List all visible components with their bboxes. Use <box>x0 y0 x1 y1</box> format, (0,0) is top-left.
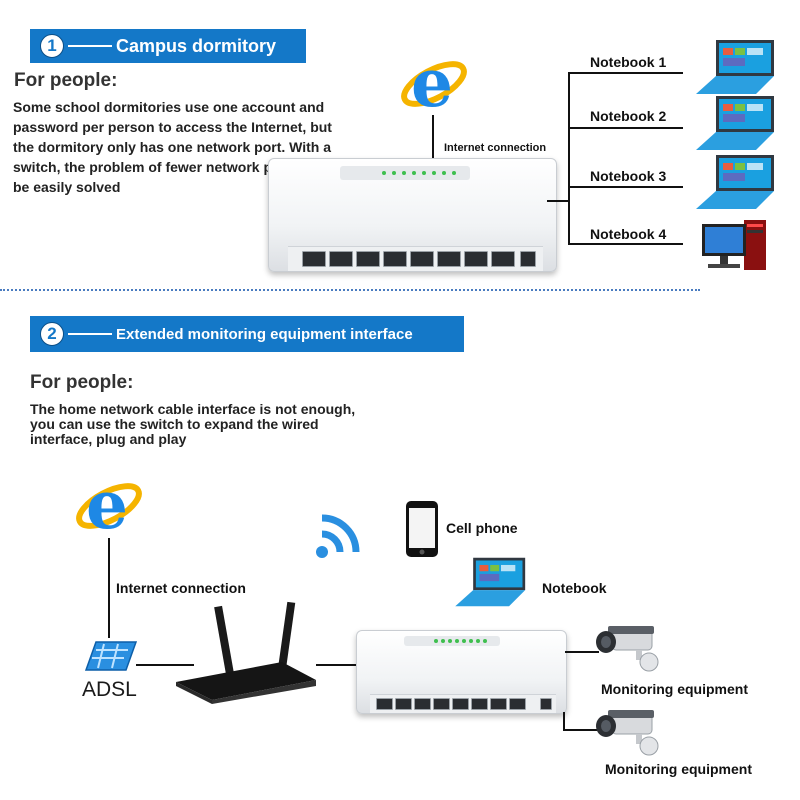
banner-rule <box>68 45 112 47</box>
banner-rule <box>68 333 112 335</box>
ethernet-port <box>433 698 450 710</box>
ethernet-port <box>395 698 412 710</box>
monitoring-equipment-label: Monitoring equipment <box>605 761 752 777</box>
section1-description-line: Some school dormitories use one account … <box>13 99 325 115</box>
notebook-label: Notebook 2 <box>590 108 667 124</box>
ethernet-port <box>383 251 407 267</box>
section1-banner: 1 Campus dormitory <box>30 29 306 63</box>
connector-line <box>108 538 110 638</box>
monitoring-equipment-label: Monitoring equipment <box>601 681 748 697</box>
status-led <box>392 171 396 175</box>
power-port <box>540 698 552 710</box>
section2-internet-label: Internet connection <box>116 580 246 596</box>
status-led <box>382 171 386 175</box>
section1-heading: For people: <box>14 70 118 91</box>
status-led <box>462 639 466 643</box>
connector-line <box>565 651 599 653</box>
ie-logo-icon: e <box>401 48 467 118</box>
status-led <box>441 639 445 643</box>
desktop-computer-icon <box>702 220 766 270</box>
section1-internet-label: Internet connection <box>444 142 547 154</box>
connector-line <box>563 729 599 731</box>
status-led <box>412 171 416 175</box>
ethernet-port <box>376 698 393 710</box>
section2-description-line: interface, plug and play <box>30 431 187 447</box>
cell-phone-label: Cell phone <box>446 520 518 536</box>
adsl-label: ADSL <box>82 678 137 701</box>
status-led <box>402 171 406 175</box>
ethernet-port <box>471 698 488 710</box>
laptop-icon <box>455 557 526 607</box>
adsl-modem-icon <box>84 641 138 671</box>
laptop-icon <box>696 40 774 94</box>
status-led <box>442 171 446 175</box>
connector-line <box>432 115 434 173</box>
connector-line <box>568 72 570 244</box>
connector-line <box>316 664 356 666</box>
section-divider <box>0 289 700 291</box>
connector-line <box>563 712 565 730</box>
ethernet-port <box>414 698 431 710</box>
section2-description-line: you can use the switch to expand the wir… <box>30 416 319 432</box>
ethernet-port <box>509 698 526 710</box>
cctv-camera-icon <box>596 710 659 756</box>
notebook-label: Notebook 4 <box>590 226 667 242</box>
notebook-label: Notebook 3 <box>590 168 667 184</box>
ethernet-port <box>452 698 469 710</box>
section1-description-line: be easily solved <box>13 179 121 195</box>
section1-description-line: password per person to access the Intern… <box>13 119 332 135</box>
status-led <box>469 639 473 643</box>
section2-heading: For people: <box>30 372 134 393</box>
router-icon <box>176 601 316 704</box>
ie-logo-icon: e <box>76 470 142 540</box>
section2-title: Extended monitoring equipment interface <box>116 325 413 343</box>
laptop-icon <box>696 96 774 150</box>
ethernet-port <box>490 698 507 710</box>
laptop-icon <box>696 155 774 209</box>
section1-description: Some school dormitories use one account … <box>13 97 413 197</box>
section2-number: 2 <box>40 322 64 346</box>
connector-line <box>568 127 683 129</box>
section2-description-line: The home network cable interface is not … <box>30 401 356 417</box>
cell-phone-icon <box>406 501 438 557</box>
connector-line <box>136 664 194 666</box>
status-led <box>434 639 438 643</box>
section1-number: 1 <box>40 34 64 58</box>
status-led <box>422 171 426 175</box>
status-led <box>432 171 436 175</box>
ethernet-port <box>464 251 488 267</box>
status-led <box>455 639 459 643</box>
ethernet-port <box>491 251 515 267</box>
ethernet-port <box>329 251 353 267</box>
section2-description: The home network cable interface is not … <box>30 402 450 447</box>
switch-led-panel <box>404 636 500 646</box>
status-led <box>483 639 487 643</box>
cctv-camera-icon <box>596 626 659 672</box>
status-led <box>476 639 480 643</box>
status-led <box>452 171 456 175</box>
section1-description-line: switch, the problem of fewer network por… <box>13 159 327 175</box>
svg-text:e: e <box>411 48 453 118</box>
connector-line <box>568 186 683 188</box>
connector-line <box>547 200 569 202</box>
connector-line <box>568 243 683 245</box>
wifi-icon <box>316 514 360 558</box>
section2-banner: 2 Extended monitoring equipment interfac… <box>30 316 464 352</box>
ethernet-port <box>356 251 380 267</box>
svg-text:e: e <box>86 470 128 540</box>
section1-description-line: the dormitory only has one network port.… <box>13 139 332 155</box>
section1-title: Campus dormitory <box>116 35 277 56</box>
notebook-label: Notebook 1 <box>590 54 667 70</box>
ethernet-port <box>302 251 326 267</box>
status-led <box>448 639 452 643</box>
ethernet-port <box>410 251 434 267</box>
power-port <box>520 251 536 267</box>
ethernet-port <box>437 251 461 267</box>
connector-line <box>568 72 683 74</box>
notebook-label: Notebook <box>542 580 607 596</box>
